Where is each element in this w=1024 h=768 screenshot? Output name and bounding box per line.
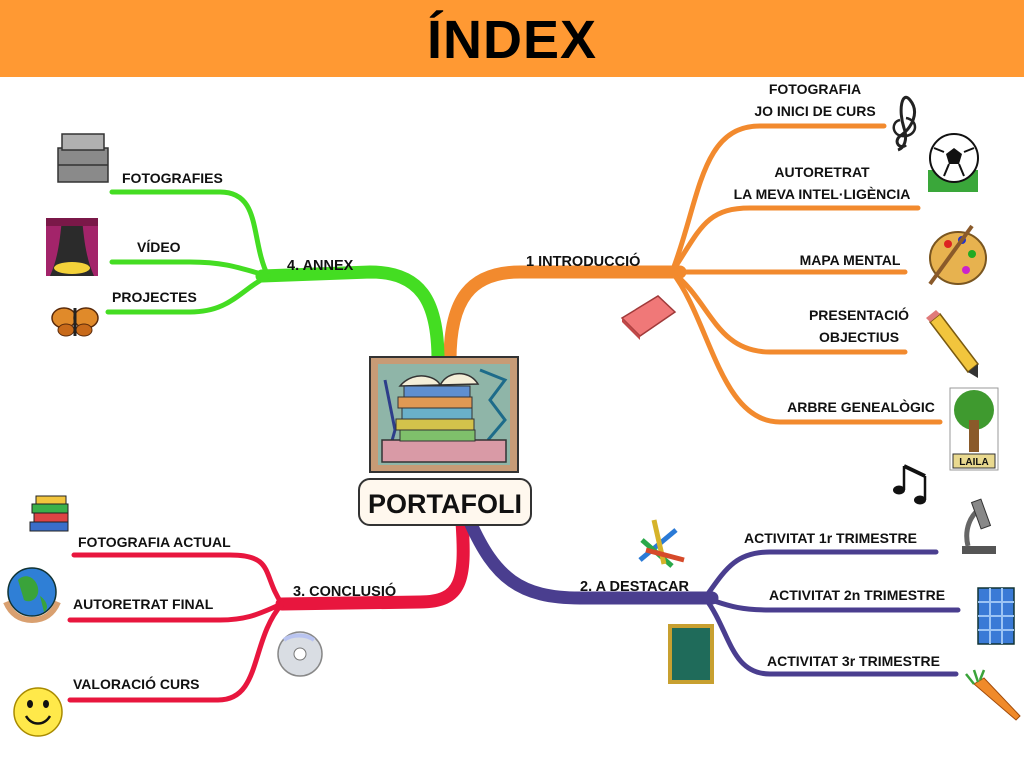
branch-conclusio-trunk — [275, 515, 470, 611]
branch-label-destacar: 2. A DESTACAR — [580, 579, 690, 595]
branch-destacar-trunk — [463, 515, 719, 605]
microscope-icon — [962, 498, 996, 554]
sub-branch-conclusio-2 — [67, 601, 285, 623]
family-tree-icon: LAILA — [949, 387, 999, 471]
building-icon — [977, 587, 1015, 645]
sub-branch-conclusio-1 — [71, 552, 285, 607]
smiley-face-icon — [13, 687, 63, 737]
intro-item-4-line1: PRESENTACIÓ — [809, 306, 909, 323]
soccer-ball-icon — [928, 133, 979, 192]
sub-branch-annex-1 — [109, 189, 271, 279]
paint-palette-icon — [928, 224, 987, 286]
intro-item-1-line1: FOTOGRAFIA — [769, 81, 861, 97]
intro-item-1-line2: JO INICI DE CURS — [754, 103, 875, 119]
intro-item-4-line2: OBJECTIUS — [819, 329, 899, 345]
sub-branch-annex-3 — [105, 273, 271, 315]
intro-item-2-line2: LA MEVA INTEL·LIGÈNCIA — [734, 186, 911, 202]
eraser-icon — [620, 295, 677, 340]
sub-branch-intro-1 — [669, 123, 887, 275]
sub-branch-annex-2 — [109, 259, 271, 279]
sub-branch-intro-2 — [669, 205, 921, 275]
branch-annex-trunk — [255, 265, 445, 367]
sub-branch-intro-4 — [669, 269, 908, 355]
globe-hands-icon — [3, 567, 61, 624]
sub-branch-destacar-3 — [702, 595, 959, 677]
page-title: ÍNDEX — [426, 10, 598, 70]
music-notes-icon — [893, 464, 927, 505]
conclusio-item-2-label: AUTORETRAT FINAL — [73, 596, 214, 612]
crayons-icon — [638, 519, 685, 568]
briefcase-icon — [57, 133, 109, 183]
theater-stage-icon — [46, 218, 98, 276]
pencil-icon — [926, 310, 980, 378]
sub-branch-conclusio-3 — [67, 601, 285, 703]
family-tree-icon-label: LAILA — [959, 457, 988, 468]
branch-introduccio-trunk — [443, 265, 687, 367]
annex-item-2-label: VÍDEO — [137, 239, 181, 255]
conclusio-item-1-label: FOTOGRAFIA ACTUAL — [78, 534, 231, 550]
annex-item-3-label: PROJECTES — [112, 289, 197, 305]
sub-branch-intro-5 — [669, 269, 943, 425]
butterfly-icon — [51, 307, 99, 337]
intro-item-3-line1: MAPA MENTAL — [800, 252, 901, 268]
destacar-item-3-label: ACTIVITAT 3r TRIMESTRE — [767, 653, 940, 669]
carrot-icon — [965, 669, 1021, 721]
chalkboard-icon — [668, 624, 714, 684]
sub-branch-destacar-2 — [702, 595, 961, 613]
branch-label-introduccio: 1 INTRODUCCIÓ — [526, 252, 640, 270]
title-bar — [0, 0, 1024, 77]
books-frame-icon — [369, 356, 519, 473]
treble-clef-icon — [892, 96, 917, 152]
intro-item-5-line1: ARBRE GENEALÒGIC — [787, 398, 935, 415]
cd-disc-icon — [277, 631, 323, 677]
sub-branch-destacar-1 — [702, 549, 939, 601]
intro-item-2-line1: AUTORETRAT — [774, 164, 870, 180]
annex-item-1-label: FOTOGRAFIES — [122, 170, 223, 186]
books-stack-icon — [29, 495, 69, 532]
branch-label-annex: 4. ANNEX — [287, 258, 354, 274]
branch-label-conclusio: 3. CONCLUSIÓ — [293, 582, 396, 600]
destacar-item-2-label: ACTIVITAT 2n TRIMESTRE — [769, 587, 945, 603]
center-node-label: PORTAFOLI — [358, 478, 532, 526]
conclusio-item-3-label: VALORACIÓ CURS — [73, 675, 200, 692]
destacar-item-1-label: ACTIVITAT 1r TRIMESTRE — [744, 530, 917, 546]
